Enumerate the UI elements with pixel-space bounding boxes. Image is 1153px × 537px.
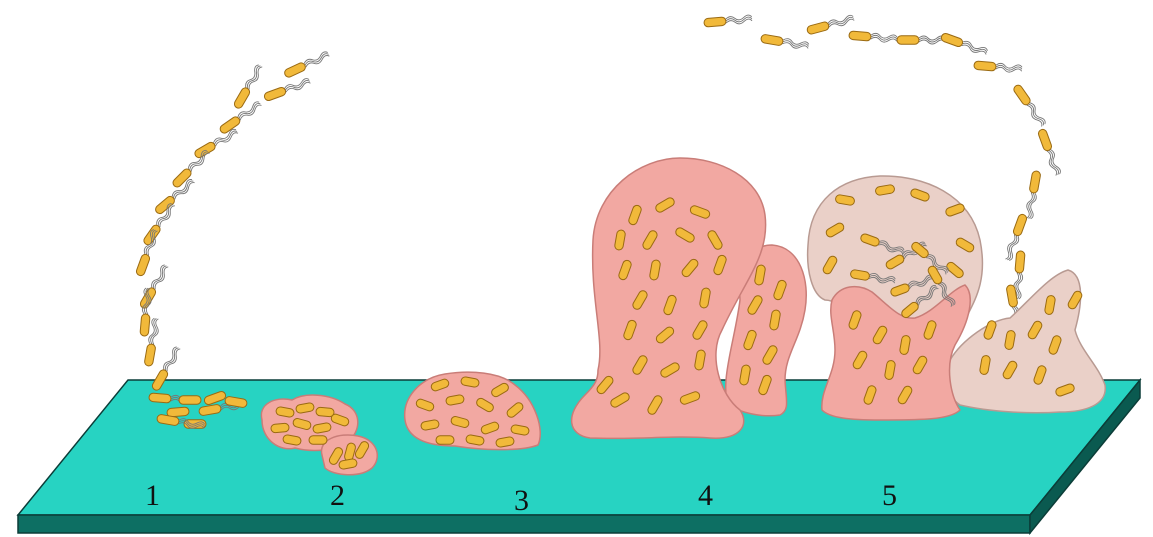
rod-bacterium-icon: [309, 436, 327, 444]
flagellated-bacterium-icon: [263, 77, 311, 101]
stage-label-2: 2: [330, 479, 345, 512]
flagellated-bacterium-icon: [704, 15, 753, 28]
flagellated-bacterium-icon: [849, 31, 898, 44]
flagellated-bacterium-icon: [283, 51, 330, 79]
flagellated-bacterium-icon: [806, 14, 855, 35]
rod-bacterium-icon: [316, 407, 335, 417]
rod-bacterium-icon: [179, 396, 201, 404]
stage-label-3: 3: [514, 484, 529, 517]
stage-label-4: 4: [698, 479, 713, 512]
flagellated-bacterium-icon: [974, 61, 1023, 74]
rod-bacterium-icon: [271, 423, 290, 433]
flagellated-bacterium-icon: [760, 34, 809, 51]
flagellated-bacterium-icon: [940, 32, 988, 56]
planktonic-bacteria-left: [135, 51, 330, 392]
surface-front: [18, 515, 1030, 533]
flagellated-bacterium-icon: [233, 64, 264, 110]
stage-5-dispersal: [808, 176, 1106, 420]
flagellated-bacterium-icon: [193, 128, 239, 159]
rod-bacterium-icon: [436, 436, 454, 444]
flagellated-bacterium-icon: [897, 36, 945, 44]
stage-4-mature-biofilm: [572, 158, 807, 438]
flagellated-bacterium-icon: [1012, 84, 1046, 128]
stage-label-5: 5: [882, 479, 897, 512]
flagellated-bacterium-icon: [1024, 170, 1041, 219]
stage-label-1: 1: [145, 479, 160, 512]
flagellated-bacterium-icon: [1037, 128, 1061, 176]
